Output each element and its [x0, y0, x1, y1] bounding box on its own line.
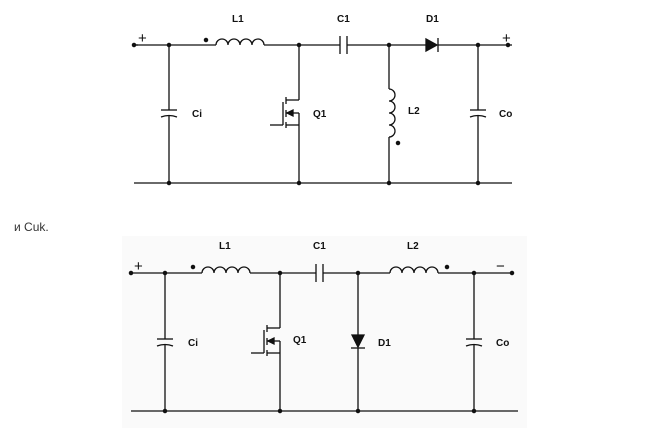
top-inductor-l1 [203, 37, 265, 46]
bottom-capacitor-co [465, 270, 483, 414]
top-input-sign: + [138, 30, 147, 47]
top-capacitor-ci [160, 42, 178, 186]
top-capacitor-c1 [339, 36, 348, 54]
top-label-c1: C1 [337, 14, 350, 25]
bottom-input-sign: + [134, 258, 143, 275]
bottom-capacitor-c1 [315, 264, 324, 282]
bottom-label-c1: C1 [313, 241, 326, 252]
top-mosfet-q1 [270, 42, 302, 186]
bottom-diode-d1 [350, 270, 366, 414]
top-label-l2: L2 [408, 106, 420, 117]
bottom-inductor-l2 [389, 264, 450, 274]
bottom-capacitor-ci [156, 270, 174, 414]
bottom-inductor-l1 [190, 264, 251, 274]
top-output-sign: + [502, 30, 511, 47]
bottom-label-ci: Ci [188, 338, 198, 349]
bottom-label-q1: Q1 [293, 335, 307, 346]
bottom-label-d1: D1 [378, 338, 391, 349]
top-circuit [131, 36, 512, 186]
top-capacitor-co [469, 42, 487, 186]
top-label-d1: D1 [426, 14, 439, 25]
bottom-label-l2: L2 [407, 241, 419, 252]
bottom-panel [122, 236, 527, 428]
bottom-mosfet-q1 [251, 270, 283, 414]
bottom-circuit [128, 264, 518, 414]
bottom-output-sign: − [496, 258, 505, 275]
top-label-q1: Q1 [313, 109, 327, 120]
top-label-l1: L1 [232, 14, 244, 25]
bottom-label-co: Co [496, 338, 509, 349]
bottom-output-terminal [509, 270, 515, 276]
top-inductor-l2 [386, 42, 401, 186]
top-diode-d1 [425, 37, 439, 53]
top-label-co: Co [499, 109, 512, 120]
top-panel [130, 2, 520, 194]
top-label-ci: Ci [192, 109, 202, 120]
top-output-terminal [505, 42, 511, 48]
caption-text: и Cuk. [14, 220, 49, 234]
bottom-label-l1: L1 [219, 241, 231, 252]
